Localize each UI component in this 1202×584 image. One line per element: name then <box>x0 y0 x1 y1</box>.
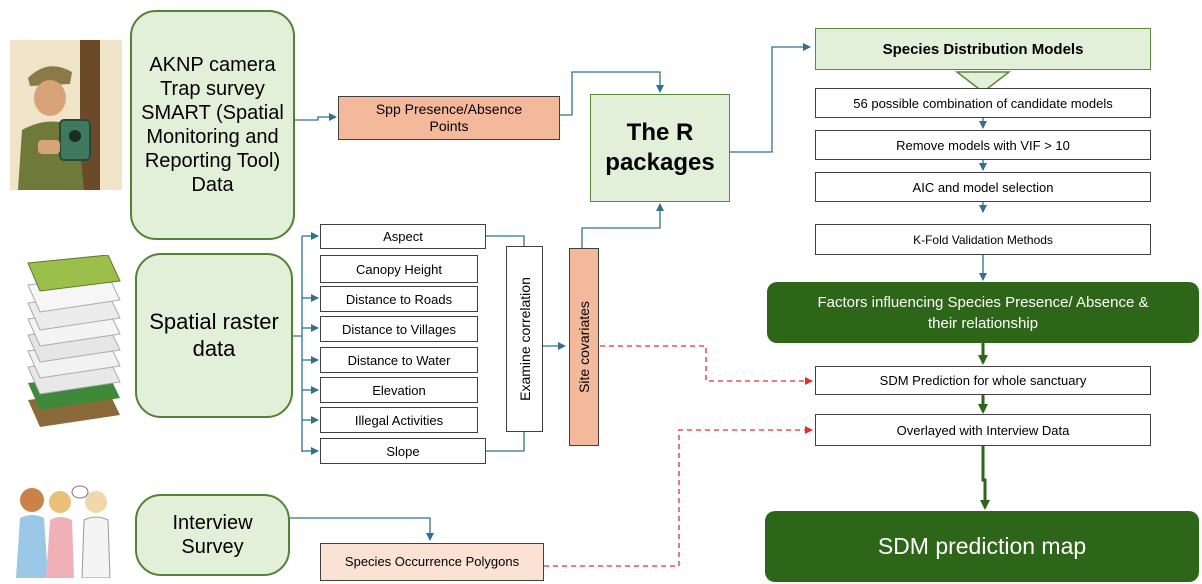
camera-trap-ranger-illustration <box>10 40 122 190</box>
hollow-down-arrow <box>954 71 1012 93</box>
sdm-prediction-label: SDM Prediction for whole sanctuary <box>879 373 1087 388</box>
connector-raster-bracket <box>293 236 303 452</box>
interview-survey-box: Interview Survey <box>135 494 290 576</box>
examine-correlation-box: Examine correlation <box>506 246 543 432</box>
covariate-distance-water: Distance to Water <box>320 347 478 373</box>
connector-covariates-to-r <box>581 203 664 248</box>
spatial-raster-label: Spatial raster data <box>149 309 279 361</box>
sdm-step-remove-vif: Remove models with VIF > 10 <box>815 130 1151 160</box>
covariate-elevation: Elevation <box>320 377 478 403</box>
connector-interview-to-polygons <box>290 517 434 541</box>
sdm-title-label: Species Distribution Models <box>882 40 1084 58</box>
interview-people-illustration <box>10 478 122 578</box>
connector-overlay-to-map <box>980 446 990 510</box>
sdm-title-box: Species Distribution Models <box>815 28 1151 70</box>
site-covariates-label: Site covariates <box>576 301 592 393</box>
sdm-prediction-map-label: SDM prediction map <box>877 533 1087 559</box>
overlay-interview-box: Overlayed with Interview Data <box>815 414 1151 446</box>
sdm-step-kfold-validation: K-Fold Validation Methods <box>815 224 1151 255</box>
connector-camera-to-presence <box>295 113 337 121</box>
species-occurrence-polygons-box: Species Occurrence Polygons <box>320 543 544 581</box>
camera-trap-data-box: AKNP camera Trap survey SMART (Spatial M… <box>130 10 295 240</box>
connector-r-to-sdm <box>730 43 811 153</box>
interview-survey-label: Interview Survey <box>172 512 253 558</box>
covariate-distance-villages: Distance to Villages <box>320 316 478 342</box>
sdm-prediction-map-box: SDM prediction map <box>765 511 1199 582</box>
sdm-step-aic-selection: AIC and model selection <box>815 172 1151 202</box>
covariate-aspect: Aspect <box>320 224 486 249</box>
presence-absence-points-label: Spp Presence/Absence Points <box>375 100 523 135</box>
sdm-prediction-box: SDM Prediction for whole sanctuary <box>815 366 1151 395</box>
site-covariates-box: Site covariates <box>569 248 599 446</box>
presence-absence-points-box: Spp Presence/Absence Points <box>338 96 560 140</box>
factors-influencing-box: Factors influencing Species Presence/ Ab… <box>767 282 1199 343</box>
overlay-interview-label: Overlayed with Interview Data <box>896 422 1070 438</box>
camera-trap-data-label: AKNP camera Trap survey SMART (Spatial M… <box>141 54 284 196</box>
r-packages-label: The R packages <box>605 119 715 176</box>
species-occurrence-polygons-label: Species Occurrence Polygons <box>344 553 520 569</box>
dashed-polygons-to-overlay <box>544 426 813 567</box>
dashed-covariates-to-prediction <box>600 345 813 385</box>
covariate-canopy-height: Canopy Height <box>320 255 478 283</box>
covariate-slope: Slope <box>320 438 486 464</box>
covariate-distance-roads: Distance to Roads <box>320 286 478 312</box>
covariate-illegal-activities: Illegal Activities <box>320 407 478 433</box>
sdm-step-candidate-models: 56 possible combination of candidate mod… <box>815 88 1151 118</box>
examine-correlation-label: Examine correlation <box>516 277 533 401</box>
spatial-raster-box: Spatial raster data <box>135 253 293 418</box>
factors-influencing-label: Factors influencing Species Presence/ Ab… <box>817 293 1149 332</box>
connector-presence-to-r <box>560 71 664 116</box>
raster-layers-stack-illustration <box>27 255 121 427</box>
r-packages-box: The R packages <box>590 94 730 202</box>
